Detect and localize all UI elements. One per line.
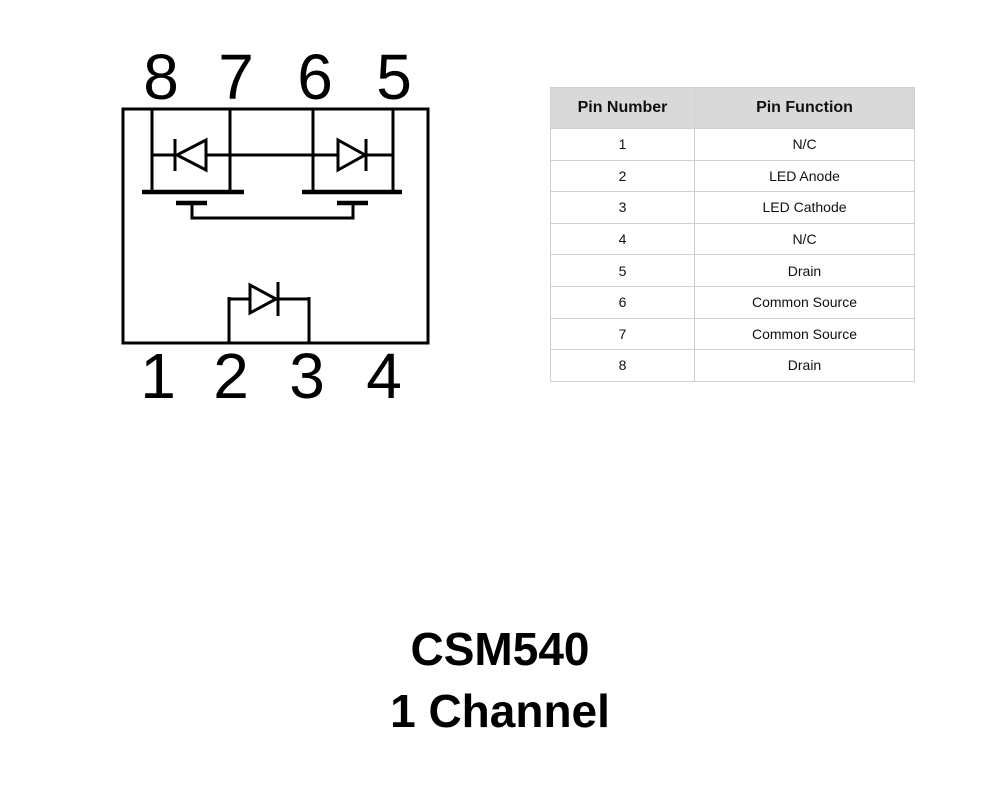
output-mosfet-wiring xyxy=(142,109,402,195)
pin-function-cell: N/C xyxy=(694,222,915,256)
pin-number-cell: 3 xyxy=(550,191,695,224)
left-body-diode-icon xyxy=(173,137,208,173)
pin-function-cell: Common Source xyxy=(694,285,915,319)
pin-function-table: Pin Number Pin Function 1 N/C 2 LED Anod… xyxy=(550,87,915,382)
gate-link-wiring xyxy=(176,200,368,220)
pin-label-6: 6 xyxy=(297,41,333,113)
pin-label-4: 4 xyxy=(366,340,402,412)
pin-number-cell: 1 xyxy=(550,128,695,161)
table-header-row: Pin Number Pin Function xyxy=(550,87,915,129)
pin-label-2: 2 xyxy=(213,340,249,412)
pin-number-header: Pin Number xyxy=(550,87,695,129)
pin-function-cell: Common Source xyxy=(694,317,915,351)
table-row: 1 N/C xyxy=(550,128,915,161)
table-row: 2 LED Anode xyxy=(550,159,915,193)
pin-label-5: 5 xyxy=(376,41,412,113)
pin-function-cell: N/C xyxy=(694,128,915,161)
table-row: 4 N/C xyxy=(550,222,915,256)
pin-label-7: 7 xyxy=(218,41,254,113)
pin-number-cell: 6 xyxy=(550,285,695,319)
table-row: 3 LED Cathode xyxy=(550,191,915,224)
pin-function-cell: Drain xyxy=(694,254,915,287)
pin-function-cell: LED Anode xyxy=(694,159,915,193)
top-pin-labels: 8 7 6 5 xyxy=(143,41,412,113)
pin-function-cell: LED Cathode xyxy=(694,191,915,224)
pin-number-cell: 2 xyxy=(550,159,695,193)
product-channel-count: 1 Channel xyxy=(390,685,610,737)
table-row: 5 Drain xyxy=(550,254,915,287)
package-outline-icon xyxy=(121,107,430,345)
right-body-diode-icon xyxy=(336,137,369,173)
pin-function-header: Pin Function xyxy=(694,87,915,129)
led-symbol-icon xyxy=(227,282,311,343)
product-model: CSM540 xyxy=(410,623,590,675)
pin-label-1: 1 xyxy=(140,340,176,412)
table-row: 6 Common Source xyxy=(550,285,915,319)
pin-number-cell: 8 xyxy=(550,349,695,382)
table-row: 7 Common Source xyxy=(550,317,915,351)
pin-label-8: 8 xyxy=(143,41,179,113)
pin-label-3: 3 xyxy=(289,340,325,412)
bottom-pin-labels: 1 2 3 4 xyxy=(140,340,402,412)
product-title-block: CSM540 1 Channel xyxy=(0,618,1000,742)
pinout-schematic: 8 7 6 5 1 2 3 4 xyxy=(121,41,430,412)
pin-number-cell: 4 xyxy=(550,222,695,256)
table-row: 8 Drain xyxy=(550,349,915,382)
pin-number-cell: 7 xyxy=(550,317,695,351)
pin-number-cell: 5 xyxy=(550,254,695,287)
pin-function-cell: Drain xyxy=(694,349,915,382)
